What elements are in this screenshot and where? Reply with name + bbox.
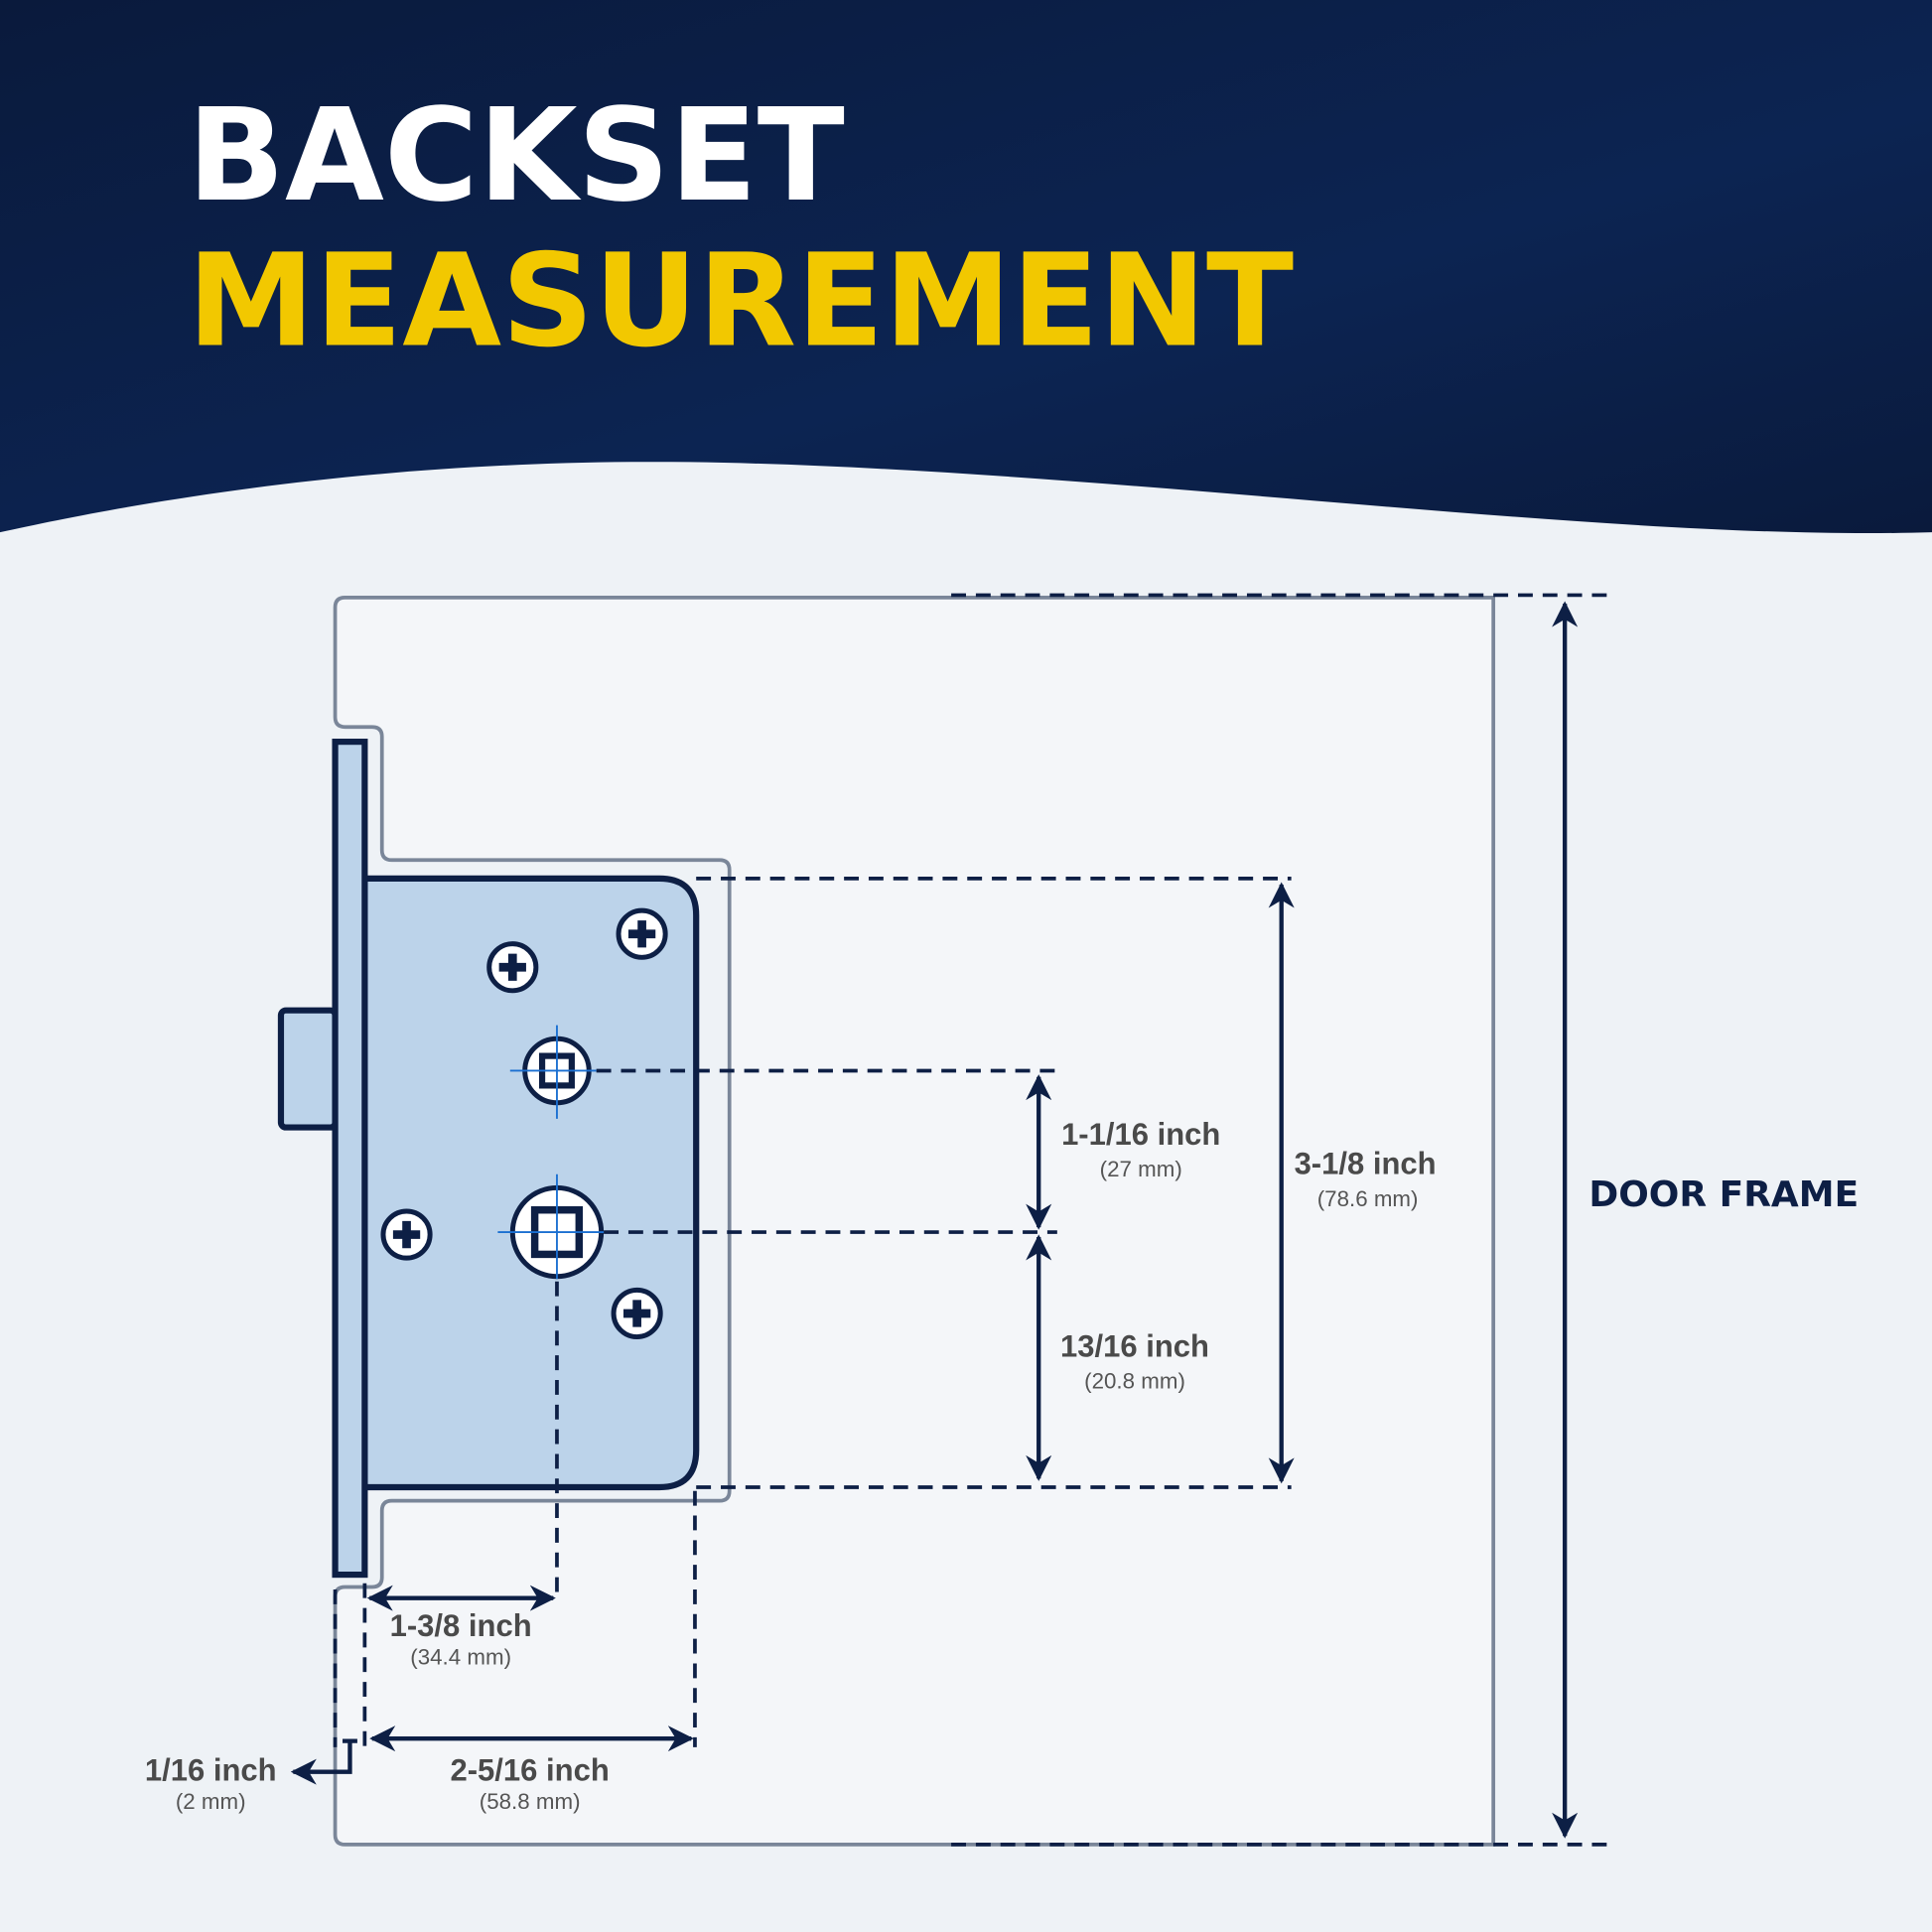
faceplate	[332, 739, 368, 1579]
lower-gap-label: 13/16 inch	[1060, 1328, 1209, 1363]
latch-bolt	[277, 1007, 339, 1131]
door-frame-outline	[333, 596, 1496, 1847]
lower-spindle-hole	[497, 1173, 612, 1280]
backset-mm: (34.4 mm)	[410, 1645, 511, 1670]
screw-icon	[611, 1287, 663, 1340]
spindle-gap-label: 1-1/16 inch	[1061, 1117, 1220, 1152]
backset-label: 1-3/8 inch	[390, 1608, 532, 1643]
screw-icon	[380, 1208, 433, 1261]
mortise-lock	[277, 739, 700, 1579]
body-depth-mm: (58.8 mm)	[480, 1789, 581, 1814]
dimension-lines	[293, 593, 1608, 1847]
upper-spindle-hole	[509, 1025, 597, 1119]
title-line2: MEASUREMENT	[188, 226, 1294, 375]
screw-icon	[616, 907, 668, 960]
lock-body	[361, 875, 700, 1491]
body-depth-label: 2-5/16 inch	[450, 1752, 609, 1787]
body-height-label: 3-1/8 inch	[1295, 1147, 1437, 1181]
faceplate-mm: (2 mm)	[176, 1789, 246, 1814]
title-line1: BACKSET	[188, 81, 845, 230]
lower-gap-mm: (20.8 mm)	[1084, 1369, 1185, 1394]
screw-icon	[486, 941, 539, 994]
spindle-gap-mm: (27 mm)	[1100, 1157, 1182, 1181]
body-height-mm: (78.6 mm)	[1317, 1186, 1419, 1211]
door-frame-label: DOOR FRAME	[1588, 1174, 1859, 1215]
faceplate-label: 1/16 inch	[145, 1752, 277, 1787]
header-background	[0, 0, 1932, 534]
